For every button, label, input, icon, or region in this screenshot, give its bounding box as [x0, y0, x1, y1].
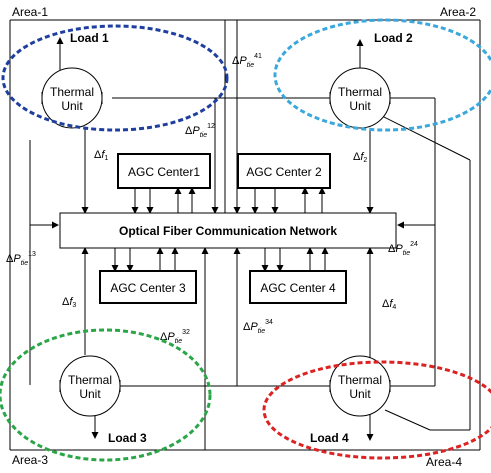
label-ptie-13: ΔPtie13 — [6, 251, 36, 267]
area-1-boundary — [1, 24, 229, 132]
network-block: Optical Fiber Communication Network — [59, 212, 397, 249]
label-ptie-41: ΔPtie41 — [232, 53, 262, 69]
area-3-boundary — [0, 328, 212, 462]
label-ptie-34: ΔPtie34 — [243, 319, 273, 335]
area-4-boundary — [262, 360, 491, 460]
thermal-unit-4-line2: Unit — [349, 387, 371, 401]
thermal-unit-2: Thermal Unit — [329, 67, 391, 129]
thermal-unit-4: Thermal Unit — [329, 355, 391, 417]
label-f1: Δf1 — [94, 149, 108, 162]
tie-lines — [29, 97, 471, 431]
label-ptie-12: ΔPtie12 — [185, 123, 215, 139]
load-2-label: Load 2 — [374, 31, 413, 45]
thermal-unit-3: Thermal Unit — [59, 355, 121, 417]
signal-labels: Δf1 Δf2 Δf3 Δf4 ΔPtie41 ΔPtie12 ΔPtie13 … — [6, 53, 418, 345]
thermal-unit-3-line2: Unit — [79, 387, 101, 401]
agc-center-1: AGC Center1 — [117, 153, 211, 189]
agc-center-4-label: AGC Center 4 — [260, 281, 336, 295]
thermal-unit-1: Thermal Unit — [41, 67, 103, 129]
thermal-unit-1-line1: Thermal — [50, 85, 94, 99]
area-2-label: Area-2 — [440, 5, 476, 19]
load-3-label: Load 3 — [108, 431, 147, 445]
label-ptie-32: ΔPtie32 — [160, 329, 190, 345]
area-4-label: Area-4 — [426, 455, 462, 469]
agc-center-4: AGC Center 4 — [249, 270, 347, 304]
thermal-unit-3-line1: Thermal — [68, 373, 112, 387]
label-f3: Δf3 — [62, 296, 76, 309]
agc-center-2: AGC Center 2 — [237, 153, 331, 189]
area-1-label: Area-1 — [12, 5, 48, 19]
signal-arrows — [30, 20, 435, 441]
label-f4: Δf4 — [382, 298, 396, 311]
agc-center-3-label: AGC Center 3 — [110, 281, 186, 295]
label-f2: Δf2 — [353, 151, 367, 164]
load-4-label: Load 4 — [310, 431, 349, 445]
agc-center-3: AGC Center 3 — [99, 270, 197, 304]
label-ptie-24: ΔPtie24 — [388, 241, 418, 257]
area-2-boundary — [273, 18, 491, 132]
thermal-unit-2-line1: Thermal — [338, 85, 382, 99]
thermal-unit-4-line1: Thermal — [338, 373, 382, 387]
load-1-label: Load 1 — [70, 31, 109, 45]
thermal-unit-2-line2: Unit — [349, 99, 371, 113]
network-label: Optical Fiber Communication Network — [119, 224, 337, 238]
agc-center-2-label: AGC Center 2 — [246, 165, 322, 179]
area-3-label: Area-3 — [12, 453, 48, 467]
thermal-unit-1-line2: Unit — [61, 99, 83, 113]
agc-center-1-label: AGC Center1 — [128, 165, 200, 179]
